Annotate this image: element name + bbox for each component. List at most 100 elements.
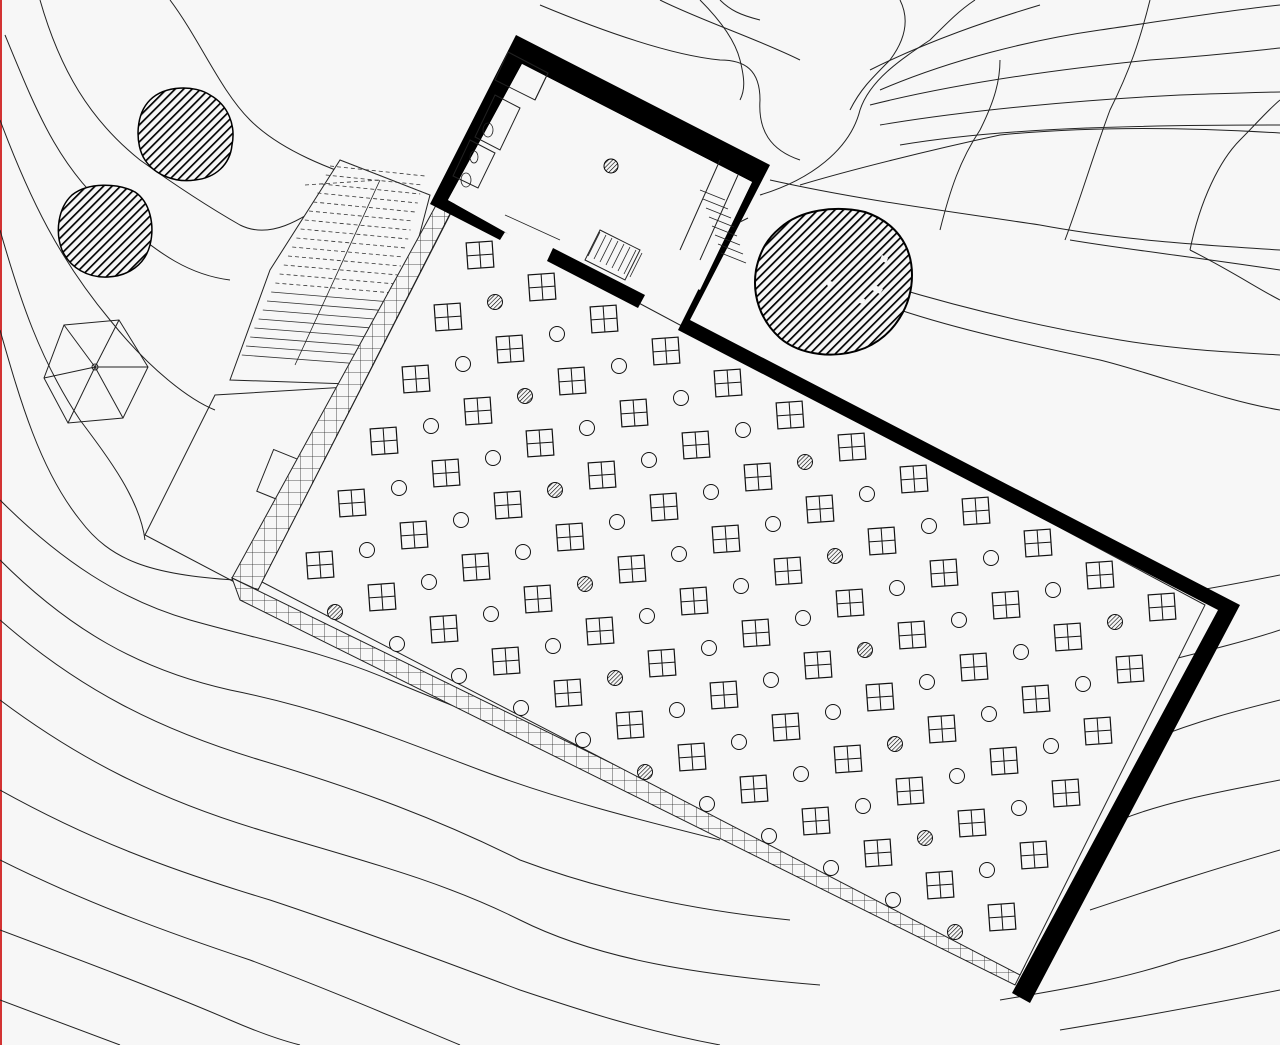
pot-circle — [327, 604, 343, 620]
planter-box — [589, 304, 619, 334]
planter-box — [491, 646, 521, 676]
planter-box — [465, 240, 495, 270]
stair-tread — [262, 309, 387, 321]
planter-box — [837, 432, 867, 462]
stair-tread — [717, 243, 744, 255]
pot-circle — [517, 388, 533, 404]
planter-box — [775, 400, 805, 430]
planter-box — [585, 616, 615, 646]
planter-box — [1021, 684, 1051, 714]
planter-box — [895, 776, 925, 806]
planter-box — [961, 496, 991, 526]
stair-tread — [292, 246, 404, 258]
planter-box — [713, 368, 743, 398]
pot-circle — [575, 732, 591, 748]
pot-circle — [919, 674, 935, 690]
pot-circle — [703, 484, 719, 500]
planter-box — [987, 902, 1017, 932]
pot-circle — [389, 636, 405, 652]
planter-box — [897, 620, 927, 650]
pot-circle — [949, 768, 965, 784]
pot-circle — [483, 606, 499, 622]
pot-circle — [609, 514, 625, 530]
pot-circle — [547, 482, 563, 498]
tree-icon — [137, 87, 234, 182]
pot-circle — [979, 862, 995, 878]
planter-box — [1085, 560, 1115, 590]
pot-circle — [455, 356, 471, 372]
planter-box — [677, 742, 707, 772]
pot-circle — [1107, 614, 1123, 630]
planter-box — [863, 838, 893, 868]
tree-icon — [754, 207, 914, 356]
pot-circle — [637, 764, 653, 780]
stair-tread — [593, 234, 607, 260]
pot-circle — [1011, 800, 1027, 816]
pot-circle — [855, 798, 871, 814]
planter-box — [1019, 840, 1049, 870]
stair-tread — [317, 192, 418, 204]
planter-box — [833, 744, 863, 774]
pot-circle — [889, 580, 905, 596]
pot-circle — [917, 830, 933, 846]
pot-circle — [823, 860, 839, 876]
planter-box — [429, 614, 459, 644]
planter-box — [617, 554, 647, 584]
planter-box — [587, 460, 617, 490]
planter-box — [741, 618, 771, 648]
pot-circle — [983, 550, 999, 566]
pot-circle — [733, 578, 749, 594]
pot-circle — [421, 574, 437, 590]
planter-box — [431, 458, 461, 488]
pot-circle — [793, 766, 809, 782]
pot-circle — [981, 706, 997, 722]
pot-circle — [579, 420, 595, 436]
pot-circle — [763, 672, 779, 688]
stair-tread — [287, 255, 402, 267]
stair-tread — [325, 174, 423, 186]
pot-circle — [857, 642, 873, 658]
pot-circle — [359, 542, 375, 558]
stair-tread — [617, 246, 631, 272]
pot-circle — [885, 892, 901, 908]
stair-tread — [699, 189, 726, 201]
stair-tread — [714, 234, 741, 246]
planter-box — [801, 806, 831, 836]
stair-tread — [266, 300, 390, 312]
stair-tread — [308, 210, 414, 222]
pot-circle — [577, 576, 593, 592]
pot-circle — [735, 422, 751, 438]
stair-tread — [329, 165, 426, 177]
stair-tread — [611, 243, 625, 269]
planter-box — [369, 426, 399, 456]
pot-circle — [487, 294, 503, 310]
pot-circle — [797, 454, 813, 470]
planter-box — [525, 428, 555, 458]
planter-box — [649, 492, 679, 522]
tree-icon — [57, 184, 153, 278]
tree-icon — [739, 217, 749, 223]
pot-circle — [761, 828, 777, 844]
pot-circle — [641, 452, 657, 468]
stair-tread — [279, 273, 397, 285]
pot-circle — [887, 736, 903, 752]
planter-box — [619, 398, 649, 428]
planter-box — [463, 396, 493, 426]
pot-circle — [485, 450, 501, 466]
pot-circle — [671, 546, 687, 562]
planter-box — [337, 488, 367, 518]
planter-box — [771, 712, 801, 742]
pot-circle — [765, 516, 781, 532]
pot-circle — [391, 480, 407, 496]
stair-tread — [258, 318, 385, 330]
pot-circle — [921, 518, 937, 534]
stair-tread — [599, 237, 613, 263]
planter-box — [681, 430, 711, 460]
pot-circle — [515, 544, 531, 560]
planter-box — [1023, 528, 1053, 558]
pot-circle — [673, 390, 689, 406]
pot-circle — [699, 796, 715, 812]
planter-box — [461, 552, 491, 582]
